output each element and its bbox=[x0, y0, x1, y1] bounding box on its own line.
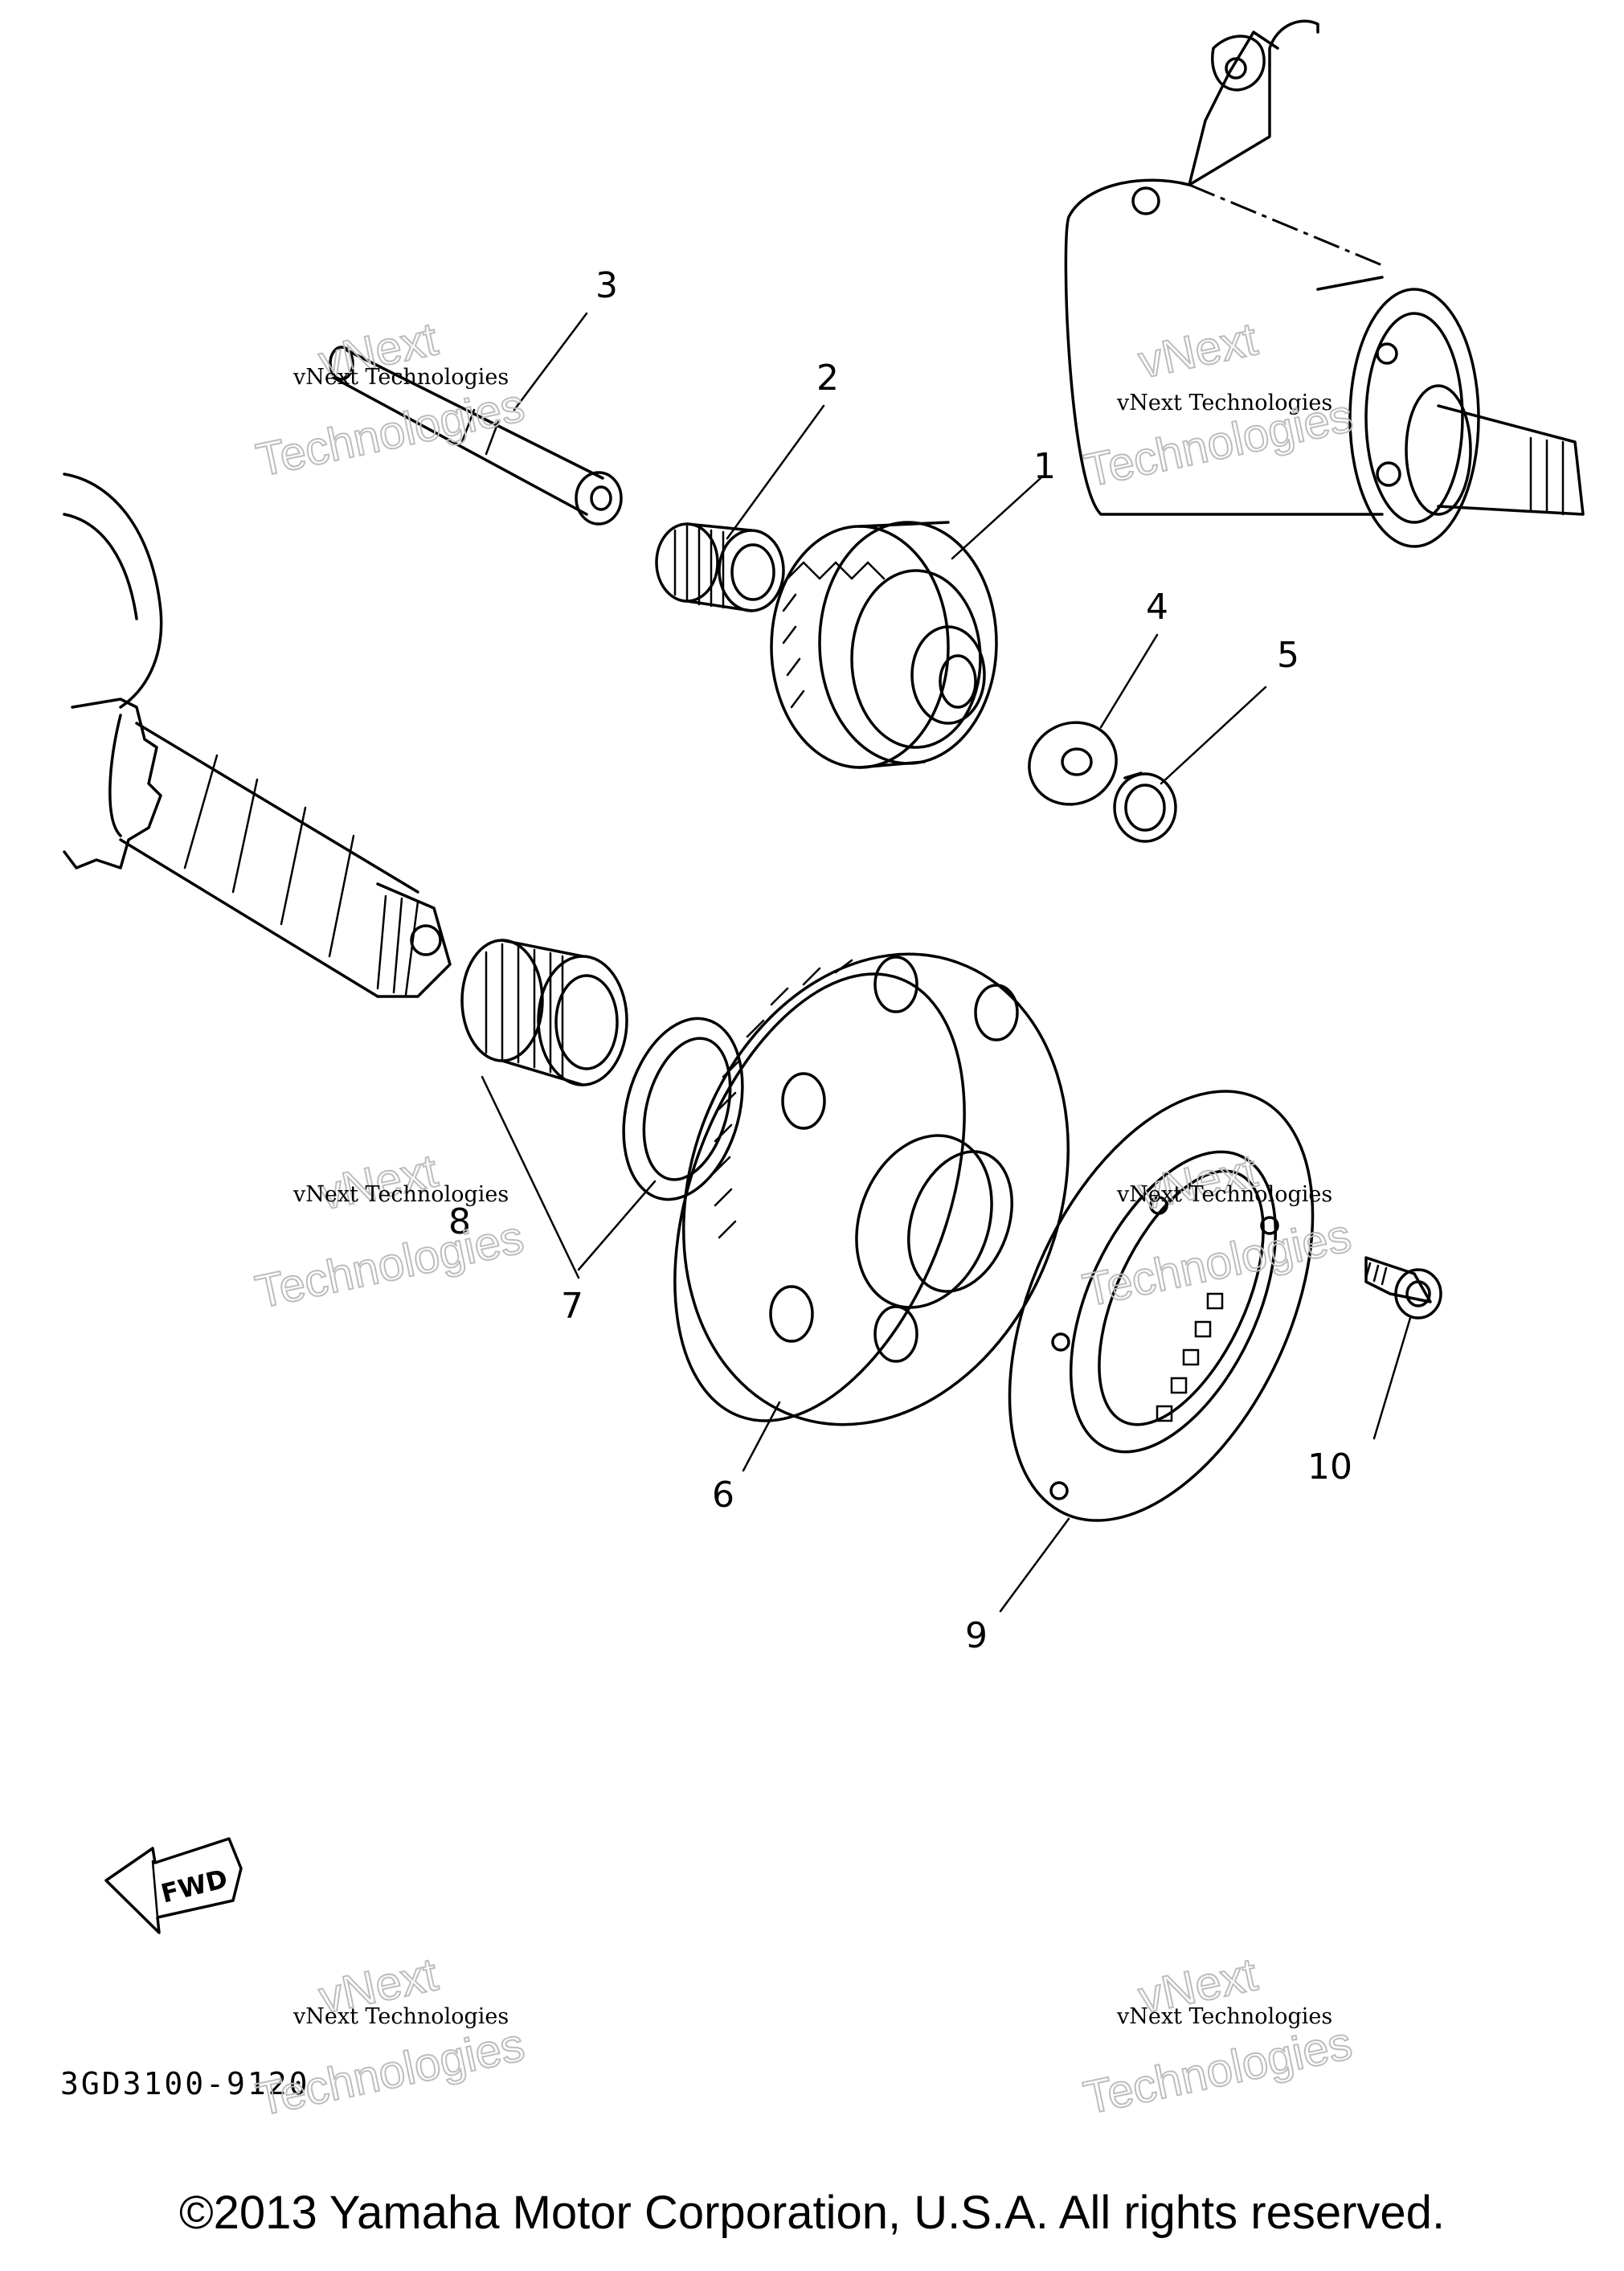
starter-motor bbox=[1064, 19, 1585, 548]
label-part-10: 10 bbox=[1307, 1446, 1352, 1487]
label-part-4: 4 bbox=[1146, 587, 1168, 628]
svg-text:vNext Technologies: vNext Technologies bbox=[292, 2004, 509, 2029]
fwd-arrow-icon: FWD bbox=[104, 1837, 243, 1934]
label-part-8: 8 bbox=[448, 1201, 471, 1242]
label-part-3: 3 bbox=[595, 265, 618, 306]
svg-text:vNext Technologies: vNext Technologies bbox=[292, 1182, 509, 1207]
part-4-washer bbox=[1028, 721, 1118, 806]
label-part-7: 7 bbox=[561, 1286, 583, 1327]
svg-text:vNext Technologies: vNext Technologies bbox=[292, 365, 509, 390]
part-1-idler-gear bbox=[770, 521, 998, 769]
part-5-circlip bbox=[1113, 771, 1177, 843]
svg-text:Technologies: Technologies bbox=[251, 1211, 528, 1319]
part-6-wheel-gear bbox=[673, 952, 1070, 1426]
part-3-idler-shaft bbox=[329, 346, 623, 526]
part-10-bolt bbox=[1364, 1256, 1442, 1320]
part-7-thrust-washer bbox=[622, 1017, 744, 1201]
part-2-needle-bearing bbox=[655, 522, 785, 612]
svg-text:vNext Technologies: vNext Technologies bbox=[1116, 1182, 1332, 1207]
crankshaft bbox=[63, 473, 452, 998]
label-part-5: 5 bbox=[1277, 635, 1299, 676]
svg-text:vNext Technologies: vNext Technologies bbox=[1116, 391, 1332, 415]
label-part-2: 2 bbox=[816, 358, 839, 399]
watermark-5: vNext vNext Technologies Technologies bbox=[251, 1947, 530, 2127]
watermark-4: vNext vNext Technologies Technologies bbox=[1078, 1144, 1356, 1318]
label-part-9: 9 bbox=[965, 1615, 988, 1656]
leader-lines bbox=[481, 312, 1412, 1613]
svg-text:Technologies: Technologies bbox=[1079, 2017, 1356, 2125]
diagram-code: 3GD3100-9120 bbox=[60, 2066, 310, 2101]
copyright-notice: ©2013 Yamaha Motor Corporation, U.S.A. A… bbox=[178, 2187, 1446, 2239]
watermark-6: vNext vNext Technologies Technologies bbox=[1078, 1947, 1357, 2125]
svg-text:vNext: vNext bbox=[1134, 313, 1262, 388]
part-8-needle-bearing bbox=[460, 939, 628, 1086]
label-part-6: 6 bbox=[712, 1475, 734, 1516]
watermark-3: vNext vNext Technologies Technologies bbox=[250, 1144, 529, 1320]
svg-text:vNext Technologies: vNext Technologies bbox=[1116, 2004, 1332, 2029]
part-9-starter-clutch bbox=[1008, 1090, 1315, 1522]
watermark-2: vNext vNext Technologies Technologies bbox=[1079, 312, 1358, 497]
svg-text:Technologies: Technologies bbox=[252, 379, 529, 487]
part-number-labels: 1 2 3 4 5 6 7 8 9 10 bbox=[448, 265, 1352, 1656]
svg-text:Technologies: Technologies bbox=[252, 2019, 529, 2126]
label-part-1: 1 bbox=[1033, 446, 1056, 487]
